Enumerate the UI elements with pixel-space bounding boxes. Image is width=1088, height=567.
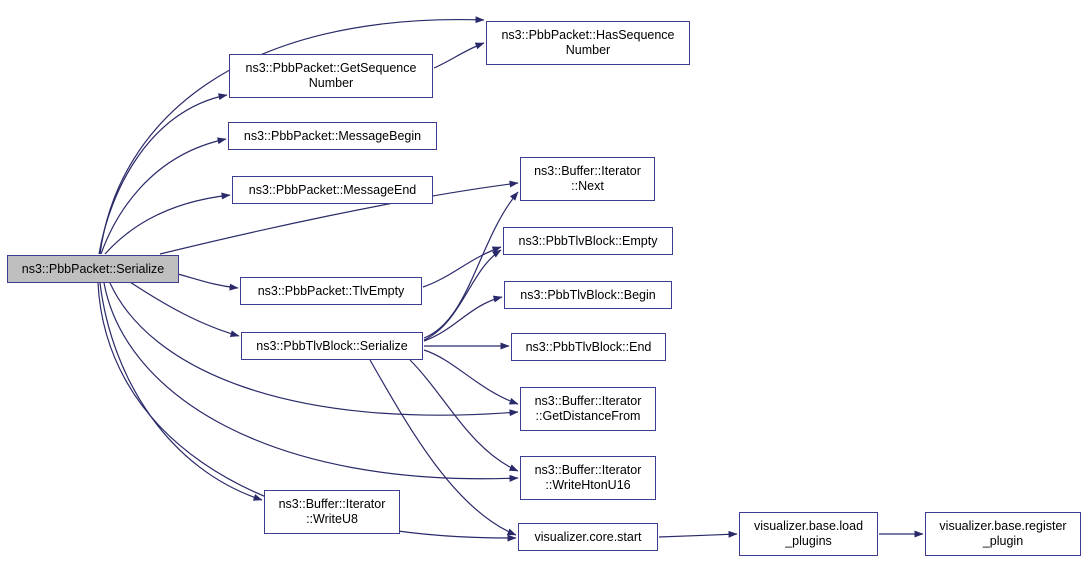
edge-getsequencenumber-hassequencenumber: [433, 42, 485, 69]
edge-tlvserialize-begin: [423, 295, 503, 342]
edge-serialize-tlvblockserialize: [129, 281, 240, 338]
node-ns3-buffer-iterator-writehtonu16[interactable]: ns3::Buffer::Iterator ::WriteHtonU16: [520, 456, 656, 500]
node-ns3-pbbtlvblock-begin[interactable]: ns3::PbbTlvBlock::Begin: [504, 281, 672, 309]
node-ns3-pbbtlvblock-end[interactable]: ns3::PbbTlvBlock::End: [511, 333, 666, 361]
edge-visualizer-start-loadplugins: [658, 530, 738, 538]
edge-serialize-writeu8: [99, 282, 263, 501]
edge-serialize-tlvempty: [169, 271, 239, 291]
edge-serialize-messagebegin: [100, 137, 227, 255]
node-ns3-pbbpacket-messagebegin[interactable]: ns3::PbbPacket::MessageBegin: [228, 122, 437, 150]
node-ns3-pbbpacket-hassequencenumber[interactable]: ns3::PbbPacket::HasSequence Number: [486, 21, 690, 65]
edge-tlvserialize-getdistancefrom: [423, 349, 519, 405]
edge-tlvserialize-next: [423, 191, 519, 339]
node-ns3-buffer-iterator-next[interactable]: ns3::Buffer::Iterator ::Next: [520, 157, 655, 201]
node-ns3-pbbpacket-tlvempty[interactable]: ns3::PbbPacket::TlvEmpty: [240, 277, 422, 305]
edge-serialize-getsequencenumber: [98, 93, 228, 255]
node-visualizer-core-start[interactable]: visualizer.core.start: [518, 523, 658, 551]
node-ns3-buffer-iterator-getdistancefrom[interactable]: ns3::Buffer::Iterator ::GetDistanceFrom: [520, 387, 656, 431]
node-ns3-pbbpacket-serialize[interactable]: ns3::PbbPacket::Serialize: [7, 255, 179, 283]
node-ns3-buffer-iterator-writeu8[interactable]: ns3::Buffer::Iterator ::WriteU8: [264, 490, 400, 534]
node-ns3-pbbtlvblock-empty[interactable]: ns3::PbbTlvBlock::Empty: [503, 227, 673, 255]
node-ns3-pbbtlvblock-serialize[interactable]: ns3::PbbTlvBlock::Serialize: [241, 332, 423, 360]
edge-serialize-messageend: [104, 192, 231, 255]
edge-serialize-writehtonu16: [103, 282, 519, 482]
node-visualizer-base-load-plugins[interactable]: visualizer.base.load _plugins: [739, 512, 878, 556]
edge-tlvempty-empty: [422, 246, 502, 288]
edge-tlvserialize-writehtonu16: [409, 359, 519, 472]
edge-tlvserialize-empty: [423, 249, 502, 341]
node-ns3-pbbpacket-messageend[interactable]: ns3::PbbPacket::MessageEnd: [232, 176, 433, 204]
node-ns3-pbbpacket-getsequencenumber[interactable]: ns3::PbbPacket::GetSequence Number: [229, 54, 433, 98]
node-visualizer-base-register-plugin[interactable]: visualizer.base.register _plugin: [925, 512, 1081, 556]
